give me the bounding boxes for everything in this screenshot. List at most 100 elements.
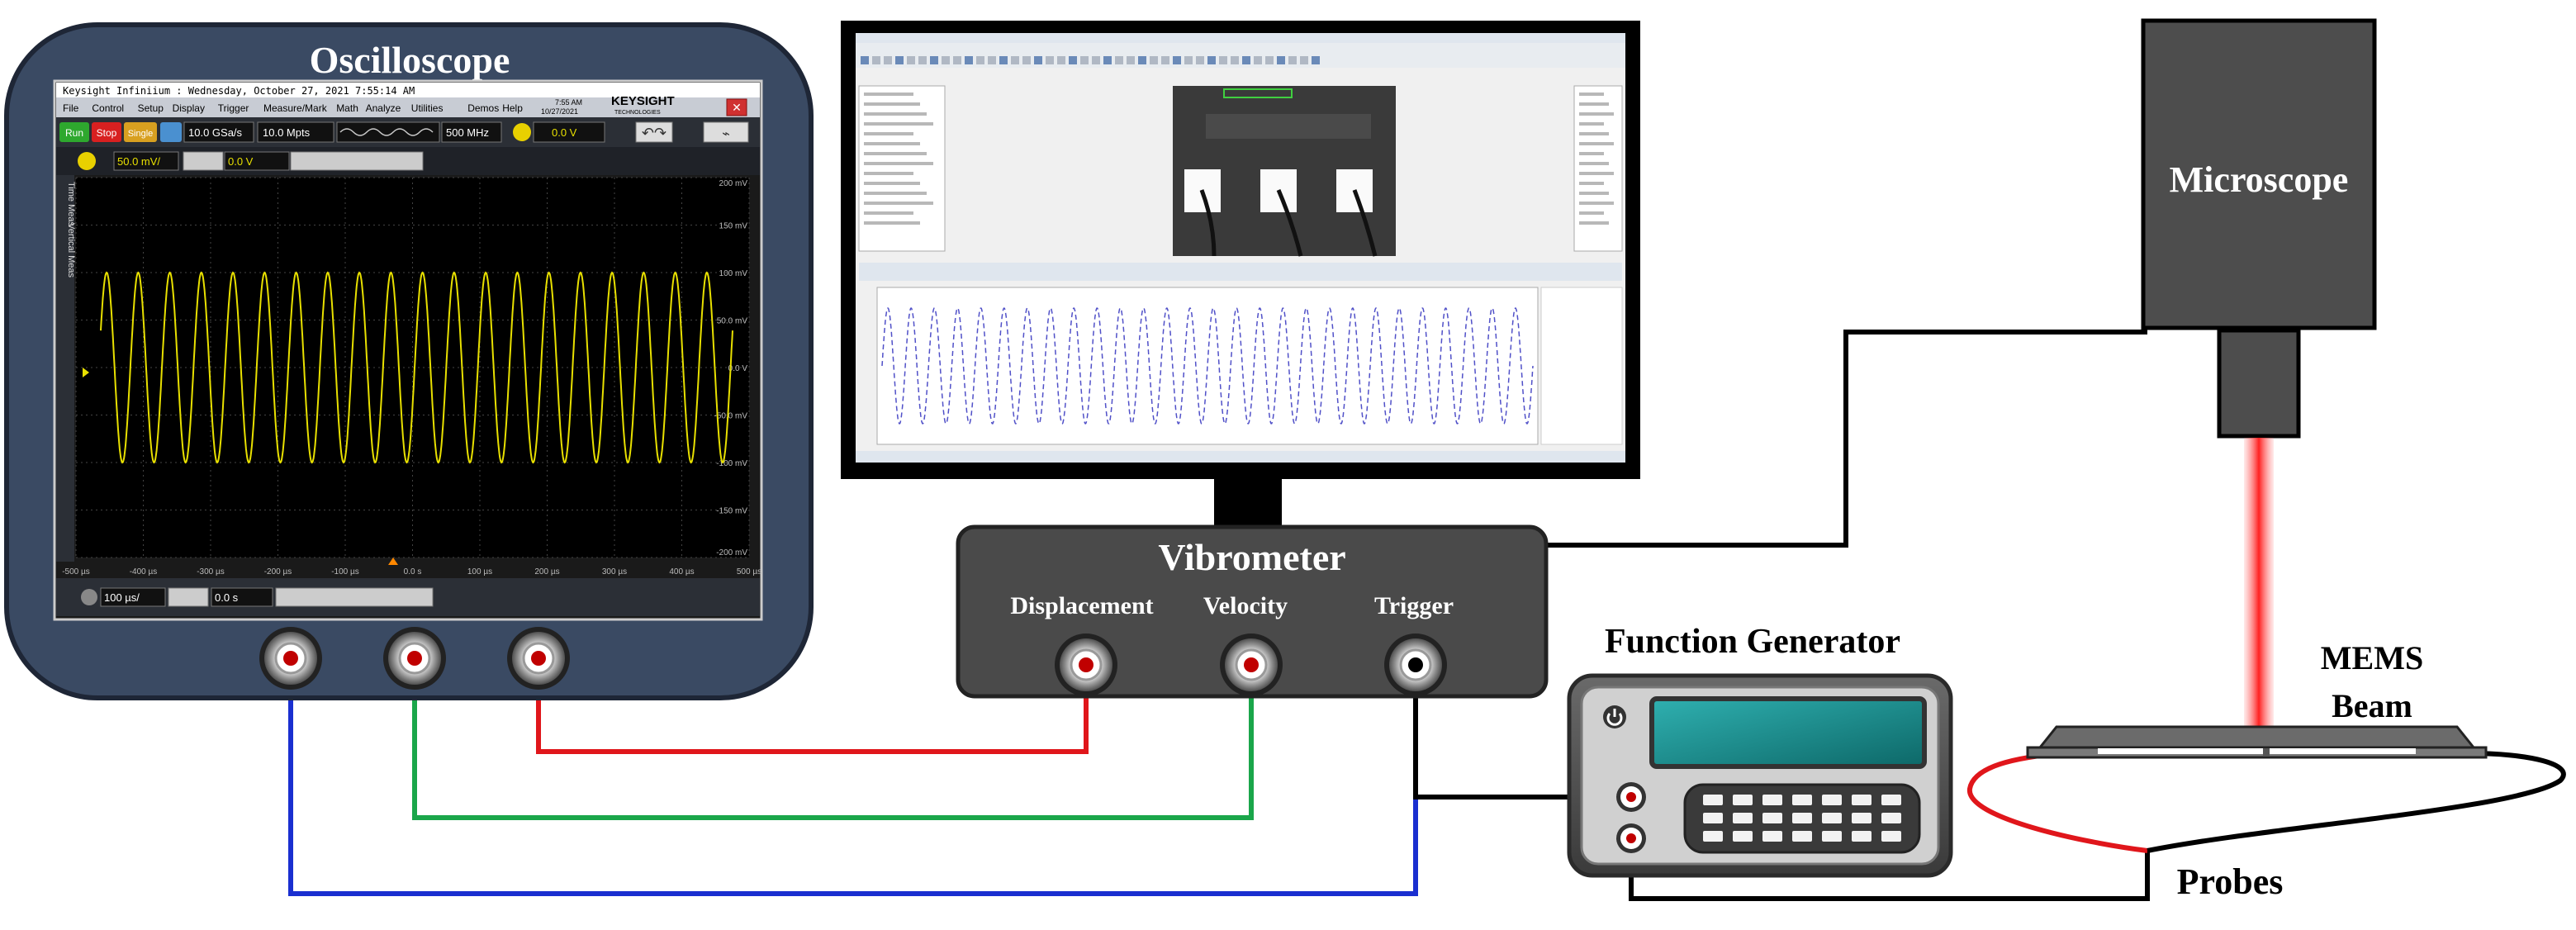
monitor-toolbar-icon[interactable] <box>1242 56 1250 64</box>
scope-menu-item[interactable]: Math <box>336 102 358 114</box>
scope-trigger-mode-field[interactable] <box>336 121 440 143</box>
scope-menu-item[interactable]: Help <box>502 102 523 114</box>
monitor-toolbar-icon[interactable] <box>1312 56 1320 64</box>
scope-time-controls[interactable] <box>275 587 434 607</box>
monitor-toolbar-icon[interactable] <box>1127 56 1135 64</box>
monitor-toolbar-icon[interactable] <box>1254 56 1262 64</box>
function-generator-key[interactable] <box>1733 831 1753 842</box>
monitor-toolbar-icon[interactable] <box>1080 56 1089 64</box>
scope-timebase-wave-button[interactable] <box>168 587 209 607</box>
monitor-toolbar-icon[interactable] <box>1115 56 1123 64</box>
scope-close-button[interactable] <box>726 98 747 116</box>
monitor-toolbar-icon[interactable] <box>1011 56 1019 64</box>
monitor-toolbar-icon[interactable] <box>1207 56 1216 64</box>
function-generator-key[interactable] <box>1881 831 1901 842</box>
scope-autoscale-button[interactable] <box>703 121 749 143</box>
scope-timebase-field[interactable] <box>100 587 166 607</box>
monitor-toolbar-icon[interactable] <box>1022 56 1031 64</box>
scope-connector-1[interactable] <box>259 627 322 690</box>
monitor-toolbar-icon[interactable] <box>976 56 984 64</box>
scope-side-tab-time[interactable]: Time Meas <box>66 182 76 226</box>
function-generator-key[interactable] <box>1703 831 1723 842</box>
scope-trigger-source-icon[interactable] <box>513 123 531 141</box>
monitor-toolbar-icon[interactable] <box>895 56 904 64</box>
function-generator-key[interactable] <box>1762 831 1782 842</box>
function-generator-key[interactable] <box>1852 813 1872 823</box>
function-generator-key[interactable] <box>1792 795 1812 805</box>
scope-timebase-icon[interactable] <box>81 589 97 605</box>
monitor-toolbar-icon[interactable] <box>1034 56 1042 64</box>
monitor-toolbar-icon[interactable] <box>872 56 880 64</box>
scope-time-offset-field[interactable] <box>211 587 273 607</box>
scope-channel-controls[interactable] <box>290 151 424 171</box>
function-generator-key[interactable] <box>1762 795 1782 805</box>
monitor-toolbar-icon[interactable] <box>1196 56 1204 64</box>
function-generator-output-2[interactable] <box>1616 823 1646 853</box>
scope-acq-icon[interactable] <box>160 122 182 142</box>
monitor-toolbar-icon[interactable] <box>1103 56 1112 64</box>
scope-bandwidth-field[interactable] <box>441 121 502 143</box>
scope-stop-button[interactable] <box>92 122 121 142</box>
monitor-toolbar-icon[interactable] <box>1138 56 1146 64</box>
scope-sample-rate-field[interactable] <box>183 121 254 143</box>
function-generator-key[interactable] <box>1703 813 1723 823</box>
monitor-toolbar-icon[interactable] <box>1150 56 1158 64</box>
scope-menu-item[interactable]: Utilities <box>411 102 444 114</box>
scope-menu-item[interactable]: Measure/Mark <box>263 102 328 114</box>
monitor-toolbar-icon[interactable] <box>1231 56 1239 64</box>
function-generator-key[interactable] <box>1822 831 1842 842</box>
function-generator-key[interactable] <box>1822 795 1842 805</box>
function-generator-key[interactable] <box>1852 831 1872 842</box>
vibrometer-trigger-connector[interactable] <box>1384 633 1447 696</box>
function-generator-output-1[interactable] <box>1616 782 1646 812</box>
function-generator-key[interactable] <box>1703 795 1723 805</box>
monitor-toolbar-icon[interactable] <box>1277 56 1285 64</box>
monitor-toolbar-icon[interactable] <box>884 56 892 64</box>
monitor-toolbar-icon[interactable] <box>918 56 927 64</box>
scope-memory-depth-field[interactable] <box>257 121 334 143</box>
monitor-toolbar-icon[interactable] <box>1057 56 1065 64</box>
monitor-toolbar-icon[interactable] <box>942 56 950 64</box>
monitor-toolbar-icon[interactable] <box>1184 56 1193 64</box>
monitor-toolbar-icon[interactable] <box>1092 56 1100 64</box>
monitor-toolbar-icon[interactable] <box>988 56 996 64</box>
monitor-toolbar-icon[interactable] <box>1046 56 1054 64</box>
monitor-toolbar-icon[interactable] <box>1173 56 1181 64</box>
scope-undo-button[interactable] <box>635 121 673 143</box>
function-generator-key[interactable] <box>1792 831 1812 842</box>
scope-side-tab-vertical[interactable]: Vertical Meas <box>66 223 76 278</box>
monitor-toolbar-icon[interactable] <box>930 56 938 64</box>
monitor-toolbar-icon[interactable] <box>965 56 973 64</box>
scope-menu-item[interactable]: File <box>63 102 79 114</box>
function-generator-key[interactable] <box>1733 813 1753 823</box>
function-generator-key[interactable] <box>1881 813 1901 823</box>
scope-channel-offset-field[interactable] <box>224 151 290 171</box>
scope-connector-3[interactable] <box>507 627 570 690</box>
monitor-toolbar-icon[interactable] <box>1300 56 1308 64</box>
monitor-toolbar-icon[interactable] <box>1288 56 1297 64</box>
monitor-toolbar-icon[interactable] <box>1069 56 1077 64</box>
monitor-toolbar-icon[interactable] <box>999 56 1008 64</box>
scope-trigger-level-field[interactable] <box>533 121 605 143</box>
power-icon[interactable] <box>1603 705 1626 728</box>
monitor-toolbar-icon[interactable] <box>861 56 869 64</box>
scope-single-button[interactable] <box>124 122 157 142</box>
function-generator-keys[interactable] <box>1703 795 1901 842</box>
function-generator-key[interactable] <box>1733 795 1753 805</box>
function-generator-key[interactable] <box>1762 813 1782 823</box>
monitor-toolbar-icon[interactable] <box>1265 56 1274 64</box>
scope-channel1-badge[interactable] <box>78 152 96 170</box>
function-generator-key[interactable] <box>1852 795 1872 805</box>
scope-menu-item[interactable]: Analyze <box>366 102 401 114</box>
scope-menu-item[interactable]: Display <box>173 102 205 114</box>
monitor-toolbar-icon[interactable] <box>1161 56 1169 64</box>
monitor-toolbar-icon[interactable] <box>953 56 961 64</box>
monitor-toolbar-icon[interactable] <box>1219 56 1227 64</box>
scope-connector-2[interactable] <box>383 627 446 690</box>
vibrometer-displacement-connector[interactable] <box>1055 633 1117 696</box>
function-generator-key[interactable] <box>1792 813 1812 823</box>
scope-menu-item[interactable]: Demos <box>467 102 499 114</box>
scope-channel-wave-button[interactable] <box>183 151 224 171</box>
function-generator-key[interactable] <box>1881 795 1901 805</box>
scope-run-button[interactable] <box>59 122 89 142</box>
